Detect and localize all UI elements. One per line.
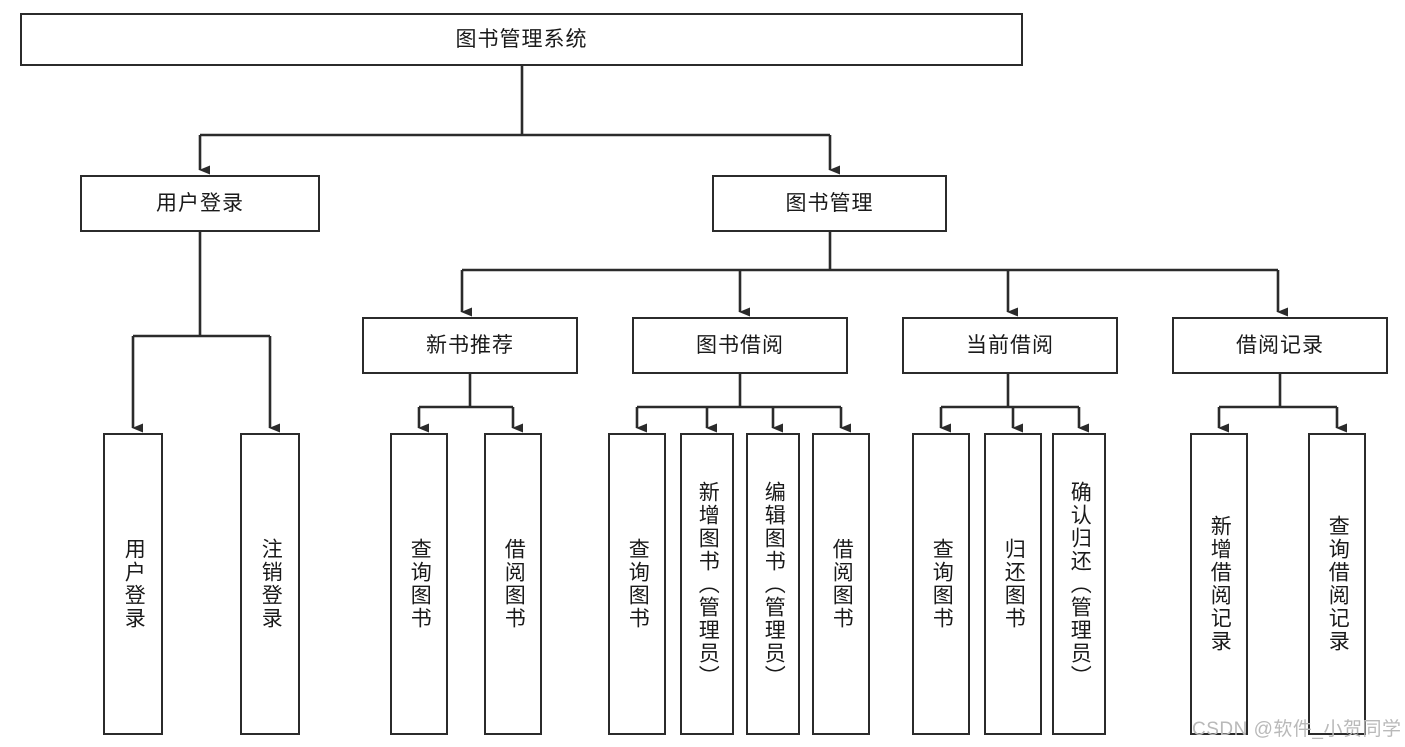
node-leaf-query-book-borrow-label: 查询图书	[626, 538, 650, 630]
node-current-borrow-label: 当前借阅	[966, 333, 1054, 357]
node-leaf-add-book-admin[interactable]: 新增图书（管理员）	[680, 433, 734, 735]
node-user-login-label: 用户登录	[156, 191, 244, 215]
node-leaf-user-login-label: 用户登录	[122, 538, 146, 630]
node-leaf-logout-login[interactable]: 注销登录	[240, 433, 300, 735]
node-new-book-recommend-label: 新书推荐	[426, 333, 514, 357]
node-leaf-borrow-book-recommend[interactable]: 借阅图书	[484, 433, 542, 735]
node-book-management-label: 图书管理	[785, 191, 874, 215]
node-leaf-query-book-recommend[interactable]: 查询图书	[390, 433, 448, 735]
node-leaf-add-book-admin-label: 新增图书（管理员）	[696, 480, 720, 688]
node-user-login[interactable]: 用户登录	[80, 175, 320, 232]
node-leaf-return-book[interactable]: 归还图书	[984, 433, 1042, 735]
node-leaf-query-book-current-label: 查询图书	[930, 538, 954, 630]
node-leaf-query-borrow-record-label: 查询借阅记录	[1326, 515, 1350, 653]
node-current-borrow[interactable]: 当前借阅	[902, 317, 1118, 374]
node-leaf-edit-book-admin-label: 编辑图书（管理员）	[762, 480, 786, 688]
node-leaf-add-borrow-record-label: 新增借阅记录	[1208, 515, 1232, 653]
node-leaf-return-book-label: 归还图书	[1002, 538, 1026, 630]
node-leaf-confirm-return-admin[interactable]: 确认归还（管理员）	[1052, 433, 1106, 735]
node-leaf-query-book-recommend-label: 查询图书	[408, 538, 432, 630]
node-leaf-query-book-borrow[interactable]: 查询图书	[608, 433, 666, 735]
node-leaf-confirm-return-admin-label: 确认归还（管理员）	[1068, 480, 1092, 688]
node-borrow-record-label: 借阅记录	[1236, 333, 1324, 357]
node-leaf-add-borrow-record[interactable]: 新增借阅记录	[1190, 433, 1248, 735]
node-leaf-borrow-book[interactable]: 借阅图书	[812, 433, 870, 735]
node-leaf-query-book-current[interactable]: 查询图书	[912, 433, 970, 735]
node-book-borrow-label: 图书借阅	[696, 333, 784, 357]
node-leaf-edit-book-admin[interactable]: 编辑图书（管理员）	[746, 433, 800, 735]
node-new-book-recommend[interactable]: 新书推荐	[362, 317, 578, 374]
node-leaf-logout-login-label: 注销登录	[259, 538, 283, 630]
node-leaf-query-borrow-record[interactable]: 查询借阅记录	[1308, 433, 1366, 735]
node-book-borrow[interactable]: 图书借阅	[632, 317, 848, 374]
watermark: CSDN @软件_小贺同学	[1192, 719, 1402, 740]
node-borrow-record[interactable]: 借阅记录	[1172, 317, 1388, 374]
node-book-management[interactable]: 图书管理	[712, 175, 947, 232]
node-root-label: 图书管理系统	[455, 27, 588, 51]
node-leaf-borrow-book-label: 借阅图书	[830, 538, 854, 630]
node-leaf-user-login[interactable]: 用户登录	[103, 433, 163, 735]
node-root[interactable]: 图书管理系统	[20, 13, 1023, 66]
node-leaf-borrow-book-recommend-label: 借阅图书	[502, 538, 526, 630]
